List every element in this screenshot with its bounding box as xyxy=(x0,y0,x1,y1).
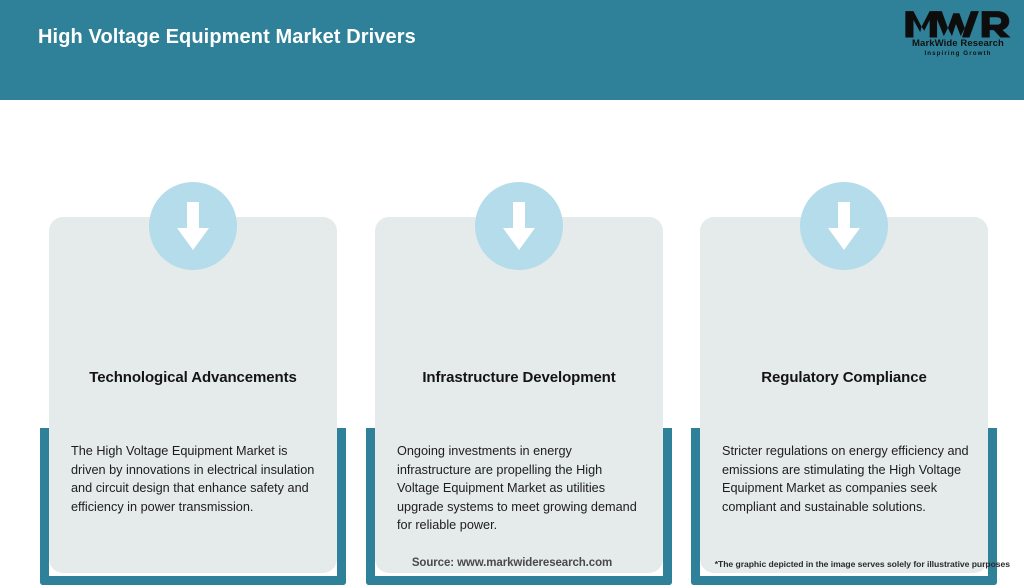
header-bar: High Voltage Equipment Market Drivers Ma… xyxy=(0,0,1024,100)
card-surface: Regulatory Compliance Stricter regulatio… xyxy=(700,217,988,573)
page-title: High Voltage Equipment Market Drivers xyxy=(38,26,416,48)
card-title: Technological Advancements xyxy=(89,369,297,386)
logo-tagline: Inspiring Growth xyxy=(924,50,992,57)
card-body-text: Ongoing investments in energy infrastruc… xyxy=(397,444,637,532)
card-surface: Technological Advancements The High Volt… xyxy=(49,217,337,573)
drivers-card-row: Technological Advancements The High Volt… xyxy=(0,100,1024,585)
driver-card-3: Regulatory Compliance Stricter regulatio… xyxy=(691,140,997,588)
card-title: Infrastructure Development xyxy=(422,369,616,386)
arrow-down-icon xyxy=(149,182,237,270)
card-body-text: Stricter regulations on energy efficienc… xyxy=(722,444,969,514)
source-label: Source: www.markwideresearch.com xyxy=(411,557,613,569)
mwr-monogram-icon xyxy=(905,11,1011,38)
card-surface: Infrastructure Development Ongoing inves… xyxy=(375,217,663,573)
logo-name: MarkWide Research xyxy=(912,38,1004,49)
driver-card-1: Technological Advancements The High Volt… xyxy=(40,140,346,588)
driver-card-2: Infrastructure Development Ongoing inves… xyxy=(366,140,672,588)
disclaimer-text: *The graphic depicted in the image serve… xyxy=(714,559,1010,569)
brand-logo: MarkWide Research Inspiring Growth xyxy=(904,9,1012,61)
arrow-down-icon xyxy=(800,182,888,270)
arrow-down-icon xyxy=(475,182,563,270)
card-title: Regulatory Compliance xyxy=(761,369,927,386)
card-body-text: The High Voltage Equipment Market is dri… xyxy=(71,444,315,514)
